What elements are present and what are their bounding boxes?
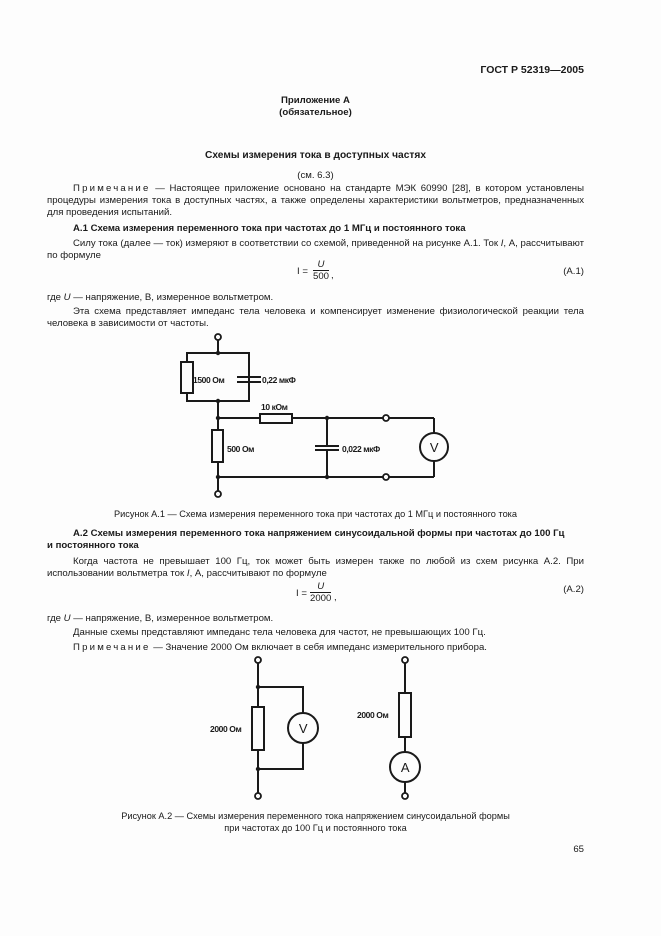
see-reference: (см. 6.3) (297, 170, 334, 181)
variable: U (63, 613, 71, 624)
a1-where: где U — напряжение, В, измеренное вольтм… (47, 292, 584, 304)
note-label: Примечание (73, 642, 151, 653)
label-r3: 500 Ом (227, 444, 254, 454)
voltmeter-icon (287, 712, 319, 744)
text: — напряжение, В, измеренное вольтметром. (70, 292, 274, 303)
a1-paragraph-1: Силу тока (далее — ток) измеряют в соотв… (47, 238, 584, 262)
text: Когда частота не превышает 100 Гц, ток м… (47, 556, 584, 579)
a2-heading-line-1: А.2 Схемы измерения переменного тока нап… (73, 528, 565, 539)
text: где (47, 613, 64, 624)
terminal-icon (214, 490, 222, 498)
text: где (47, 292, 64, 303)
resistor-1500-icon (180, 361, 194, 394)
section-title: Схемы измерения тока в доступных частях (205, 150, 426, 161)
label-c1: 0,22 мкФ (262, 375, 296, 385)
junction-dots (255, 684, 261, 772)
resistor-2000-left-icon (251, 706, 265, 751)
terminal-icon (382, 414, 390, 422)
text: , А, рассчиты­вают по формуле (47, 238, 584, 261)
standard-header: ГОСТ Р 52319—2005 (480, 64, 584, 76)
numerator: U (313, 259, 330, 271)
variable: U (63, 292, 71, 303)
terminal-icon (401, 656, 409, 664)
junction-dots (215, 350, 330, 480)
resistor-2000-right-icon (398, 692, 412, 738)
terminal-icon (254, 792, 262, 800)
variable: I (500, 238, 504, 249)
appendix-status: (обязательное) (279, 107, 352, 118)
capacitor-022-icon (237, 376, 261, 383)
terminals (214, 333, 390, 498)
terminal-icon (382, 473, 390, 481)
formula-a2-tail: , (334, 592, 337, 603)
a1-heading: А.1 Схема измерения переменного тока при… (73, 223, 466, 234)
a2-paragraph-2: Данные схемы представляют импеданс тела … (73, 627, 486, 638)
variable: I (186, 568, 190, 579)
formula-a2-number: (А.2) (563, 584, 584, 595)
voltmeter-label: V (299, 721, 308, 736)
circuit-wires (257, 663, 406, 793)
page-number: 65 (573, 844, 584, 855)
note-text: — Настоящее приложение основано на станд… (47, 183, 584, 218)
appendix-title: Приложение А (281, 95, 350, 106)
terminal-icon (214, 333, 222, 341)
note-label: Примечание (73, 183, 151, 194)
resistor-500-icon (211, 429, 224, 463)
a1-paragraph-2: Эта схема представляет импеданс тела чел… (47, 306, 584, 329)
a2-paragraph-1: Когда частота не превышает 100 Гц, ток м… (47, 556, 584, 580)
figure-a2-caption-line-2: при частотах до 100 Гц и постоянного ток… (224, 823, 407, 833)
terminal-icon (254, 656, 262, 664)
ammeter-icon (389, 751, 421, 783)
label-r2: 10 кОм (261, 402, 288, 412)
formula-a1-tail: , (331, 270, 334, 281)
voltmeter-label: V (430, 440, 439, 455)
note-1: Примечание — Настоящее приложение основа… (47, 183, 584, 219)
text: — напряжение, В, измеренное вольтметром. (70, 613, 274, 624)
label-c2: 0,022 мкФ (342, 444, 380, 454)
a2-heading-line-2: и постоянного тока (47, 540, 139, 551)
denominator: 2000 (310, 593, 332, 604)
note-text: — Значение 2000 Ом включает в себя импед… (150, 642, 487, 653)
denominator: 500 (313, 271, 330, 282)
label-r-right: 2000 Ом (357, 710, 388, 720)
capacitor-0022-icon (315, 445, 339, 451)
formula-a2-lhs: I = (296, 588, 307, 599)
voltmeter-icon (419, 432, 449, 462)
formula-a1-number: (А.1) (563, 266, 584, 277)
formula-a1-lhs: I = (297, 266, 308, 277)
terminal-icon (401, 792, 409, 800)
text: Силу тока (далее — ток) измеряют в соотв… (73, 238, 501, 249)
resistor-10k-icon (259, 413, 293, 424)
numerator: U (310, 581, 332, 593)
text: , А, рассчитывают по формуле (189, 568, 327, 579)
note-2: Примечание — Значение 2000 Ом включает в… (47, 642, 584, 654)
label-r1: 1500 Ом (193, 375, 224, 385)
a2-where: где U — напряжение, В, измеренное вольтм… (47, 613, 584, 625)
ammeter-label: A (401, 760, 410, 775)
figure-a2-caption-line-1: Рисунок А.2 — Схемы измерения переменног… (121, 811, 510, 821)
label-r-left: 2000 Ом (210, 724, 241, 734)
figure-a1-caption: Рисунок А.1 — Схема измерения переменног… (113, 509, 518, 519)
